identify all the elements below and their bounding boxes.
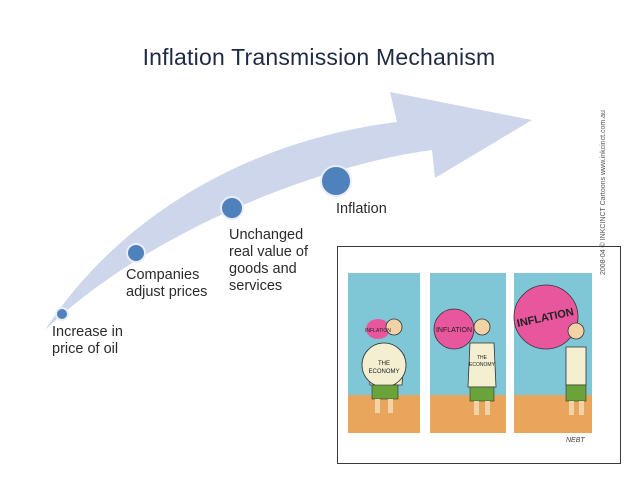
step-dot-3 (221, 197, 243, 219)
svg-text:INFLATION: INFLATION (436, 327, 472, 334)
svg-text:ECONOMY: ECONOMY (469, 362, 496, 368)
step-label-4: Inflation (336, 201, 387, 218)
cartoon-illustration: INFLATION THE ECONOMY INFLATION THE ECON… (338, 247, 620, 463)
svg-text:THE: THE (378, 361, 390, 367)
step-dot-1 (56, 308, 68, 320)
step-dot-4 (321, 166, 351, 196)
cartoon-panel-3 (514, 273, 592, 433)
cartoon-credit: 2008-04 © INKCINCT Cartoons www.inkcinct… (600, 85, 607, 275)
cartoon-artist-signature: NEBT (566, 437, 585, 444)
inflation-cartoon: INFLATION THE ECONOMY INFLATION THE ECON… (337, 246, 621, 464)
step-dot-2 (127, 244, 145, 262)
step-label-1: Increase in price of oil (52, 324, 123, 358)
cartoon-panel-1 (348, 273, 420, 433)
cartoon-panel-2 (430, 273, 506, 433)
step-label-2: Companies adjust prices (126, 267, 207, 301)
step-label-3: Unchanged real value of goods and servic… (229, 227, 308, 295)
svg-text:THE: THE (477, 355, 488, 361)
svg-text:ECONOMY: ECONOMY (368, 369, 399, 375)
svg-text:INFLATION: INFLATION (365, 328, 391, 334)
